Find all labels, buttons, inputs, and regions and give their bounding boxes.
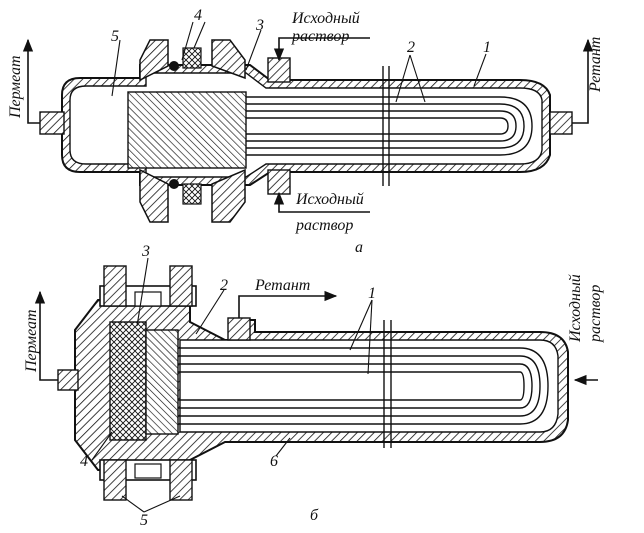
fig-a-flange-bottom-right [211, 168, 246, 223]
fig-a-feed-top-label-1: Исходный [291, 10, 360, 27]
fig-a-retentate-nozzle [549, 111, 573, 135]
fig-a-permeate-arrow [22, 38, 40, 124]
fig-b-bolt-bottom-right [169, 459, 193, 501]
fig-b-permeate-label: Пермеат [23, 309, 40, 373]
fig-a-callout-1: 1 [483, 39, 491, 56]
fig-a-oring-bottom [169, 179, 179, 189]
fig-a-feed-arrow-top [273, 37, 370, 62]
fig-a-leaders [111, 21, 487, 103]
fig-b-bolt-nut-top [134, 291, 162, 307]
fig-a-feed-bottom-label-1: Исходный [295, 191, 364, 208]
figure-b: Ретант Пермеат Исходный раствор 3 2 1 4 … [23, 243, 604, 529]
fig-b-retentate-nozzle [227, 317, 251, 341]
fig-a-oring-top [169, 61, 179, 71]
fig-b-seal [145, 329, 179, 435]
fig-a-sublabel: а [355, 239, 363, 256]
fig-b-bolt-top-left [103, 265, 127, 307]
fig-a-callout-2: 2 [407, 39, 415, 56]
fig-a-gasket-bottom [182, 183, 202, 205]
fig-a-u-tubes [246, 96, 533, 156]
fig-a-callout-5: 5 [111, 28, 119, 45]
fig-a-gasket-top [182, 47, 202, 69]
fig-b-callout-6: 6 [270, 453, 278, 470]
fig-b-retentate-arrow [238, 290, 338, 318]
fig-b-retentate-label: Ретант [254, 277, 310, 294]
figure-a: Исходный раствор Исходный раствор Пермеа… [7, 7, 604, 256]
fig-a-flange-bottom-left [139, 168, 169, 223]
fig-b-sublabel: б [310, 507, 319, 524]
fig-a-retentate-arrow [572, 38, 594, 124]
fig-a-retentate-label: Ретант [587, 37, 604, 93]
fig-b-callout-4: 4 [80, 453, 88, 470]
fig-a-tube-sheet [127, 91, 247, 169]
fig-b-feed-label-1: Исходный [567, 274, 584, 343]
fig-b-bolt-top-right [169, 265, 193, 307]
fig-b-callout-1: 1 [368, 285, 376, 302]
fig-b-permeate-nozzle [57, 369, 79, 391]
fig-b-u-tubes [178, 347, 549, 425]
fig-a-permeate-nozzle [39, 111, 65, 135]
fig-b-callout-3: 3 [141, 243, 150, 260]
fig-a-callout-3: 3 [255, 17, 264, 34]
fig-a-permeate-label: Пермеат [7, 55, 24, 119]
fig-b-callout-2: 2 [220, 277, 228, 294]
fig-a-callout-4: 4 [194, 7, 202, 24]
fig-b-permeate-arrow [34, 290, 58, 381]
fig-b-bolt-nut-bottom [134, 463, 162, 479]
fig-a-feed-nozzle-top [267, 57, 291, 83]
fig-a-feed-bottom-label-2: раствор [295, 217, 353, 234]
fig-a-flange-top-left [139, 39, 169, 82]
fig-b-tube-sheet [109, 321, 147, 441]
fig-a-feed-arrow-bottom [273, 191, 370, 213]
fig-b-bolt-bottom-left [103, 459, 127, 501]
fig-b-leaders [91, 257, 373, 513]
fig-b-feed-label-2: раствор [587, 285, 604, 343]
fig-a-feed-nozzle-bottom [267, 169, 291, 195]
fig-a-feed-top-label-2: раствор [291, 28, 349, 45]
fig-a-flange-top-right [211, 39, 246, 80]
fig-b-head-inner [179, 339, 559, 433]
fig-b-callout-5: 5 [140, 512, 148, 529]
